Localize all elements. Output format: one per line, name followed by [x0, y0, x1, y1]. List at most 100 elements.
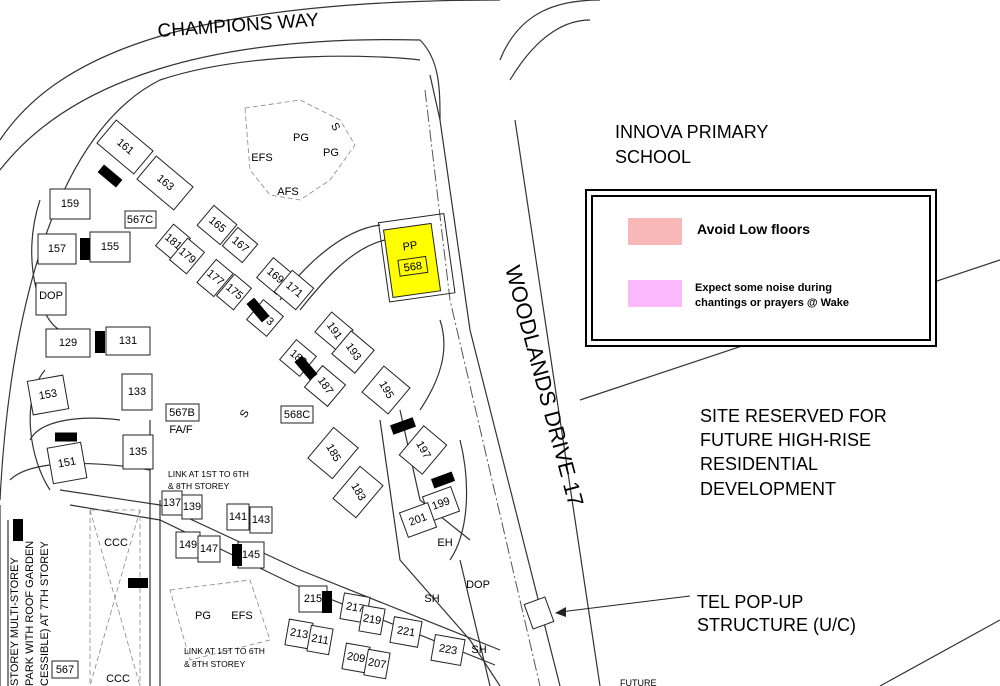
facility-sh: SH [424, 593, 439, 605]
facility-ccc: CCC [106, 673, 130, 685]
block-157[interactable]: 157 [37, 233, 77, 265]
block-label: 223 [438, 642, 458, 657]
block-171[interactable]: 171 [273, 269, 315, 311]
block-145[interactable]: 145 [237, 541, 265, 569]
block-219[interactable]: 219 [358, 604, 386, 636]
block-label: 159 [61, 198, 79, 210]
block-label: 145 [242, 549, 260, 561]
block-149[interactable]: 149 [175, 531, 201, 559]
block-outline [363, 648, 391, 680]
block-193[interactable]: 193 [331, 330, 375, 374]
link-note: & 8TH STOREY [168, 481, 230, 491]
block-197[interactable]: 197 [398, 425, 448, 475]
block-outline [37, 233, 77, 265]
block-151[interactable]: 151 [46, 441, 88, 485]
block-153[interactable]: 153 [26, 374, 70, 416]
block-195[interactable]: 195 [361, 365, 411, 415]
legend-label-noise: Expect some noise during [695, 282, 832, 294]
block-outline [332, 465, 384, 519]
block-outline [306, 624, 334, 656]
lift-core [80, 238, 90, 260]
carpark-note: STOREY MULTI-STOREY PARK WITH ROOF GARDE… [9, 540, 51, 686]
block-label: 137 [163, 497, 181, 509]
block-167[interactable]: 167 [221, 226, 259, 264]
block-177[interactable]: 177 [196, 258, 234, 298]
block-165[interactable]: 165 [196, 204, 238, 246]
block-137[interactable]: 137 [161, 490, 183, 516]
block-label: 151 [57, 455, 77, 470]
car-park-568[interactable]: PP 568 [377, 212, 456, 303]
block-161[interactable]: 161 [96, 119, 154, 175]
carpark-note-line: PARK WITH ROOF GARDEN [24, 541, 36, 686]
block-159[interactable]: 159 [49, 188, 91, 220]
block-outline [45, 328, 91, 358]
block-outline [96, 119, 154, 175]
block-label: 143 [252, 514, 270, 526]
block-211[interactable]: 211 [306, 624, 334, 656]
lift-core [232, 544, 242, 566]
facility-dop: DOP [466, 579, 490, 591]
block-outline [237, 541, 265, 569]
block-209[interactable]: 209 [341, 642, 371, 674]
block-147[interactable]: 147 [197, 535, 221, 563]
block-outline [361, 365, 411, 415]
carpark-note-line: STOREY MULTI-STOREY [9, 557, 21, 686]
lift-core [390, 417, 416, 435]
block-outline [226, 503, 250, 531]
block-181[interactable]: 181 [154, 223, 192, 261]
precinct-567: 567 [56, 664, 74, 676]
block-label: 141 [229, 511, 247, 523]
block-139[interactable]: 139 [181, 494, 203, 520]
block-223[interactable]: 223 [430, 634, 466, 666]
facility-dop: DOP [39, 290, 63, 302]
facility-efs: EFS [251, 152, 272, 164]
block-207[interactable]: 207 [363, 648, 391, 680]
block-outline [105, 326, 151, 356]
legend-swatch-avoid [628, 218, 682, 245]
site-reserved-line: DEVELOPMENT [700, 479, 836, 499]
block-outline [215, 273, 253, 311]
precinct-labels: 567C 567B 568C 567 [51, 210, 314, 679]
block-label: 157 [48, 243, 66, 255]
block-outline [273, 269, 315, 311]
block-183[interactable]: 183 [332, 465, 384, 519]
block-179[interactable]: 179 [168, 237, 206, 275]
facility-pg: PG [323, 147, 339, 159]
car-park-label: PP [402, 239, 418, 253]
block-outline [196, 204, 238, 246]
block-label: 149 [179, 539, 197, 551]
block-label: 209 [346, 650, 366, 665]
block-143[interactable]: 143 [249, 506, 273, 534]
block-131[interactable]: 131 [105, 326, 151, 356]
block-outline [89, 231, 131, 263]
link-note: & 8TH STOREY [184, 659, 246, 669]
lift-core [13, 519, 23, 541]
legend-label-avoid: Avoid Low floors [697, 221, 810, 237]
block-label: 199 [430, 495, 451, 513]
block-outline [398, 425, 448, 475]
block-label: 201 [407, 511, 428, 529]
block-label: 215 [304, 593, 322, 605]
lift-core [246, 297, 270, 323]
block-185[interactable]: 185 [307, 426, 359, 480]
block-129[interactable]: 129 [45, 328, 91, 358]
block-label: 217 [345, 600, 365, 615]
block-175[interactable]: 175 [215, 273, 253, 311]
block-label: 153 [38, 387, 58, 402]
link-labels: LINK AT 1ST TO 6TH & 8TH STOREY LINK AT … [168, 469, 265, 669]
block-141[interactable]: 141 [226, 503, 250, 531]
block-135[interactable]: 135 [122, 434, 154, 470]
block-outline [430, 634, 466, 666]
block-163[interactable]: 163 [136, 155, 194, 211]
facility-afs: AFS [277, 186, 298, 198]
block-221[interactable]: 221 [389, 616, 423, 648]
block-label: 133 [128, 386, 146, 398]
block-155[interactable]: 155 [89, 231, 131, 263]
block-label: 211 [310, 632, 329, 647]
site-reserved-line: FUTURE HIGH-RISE [700, 430, 871, 450]
block-201[interactable]: 201 [398, 502, 438, 538]
legend: Avoid Low floors Expect some noise durin… [585, 189, 937, 347]
block-133[interactable]: 133 [121, 373, 153, 411]
